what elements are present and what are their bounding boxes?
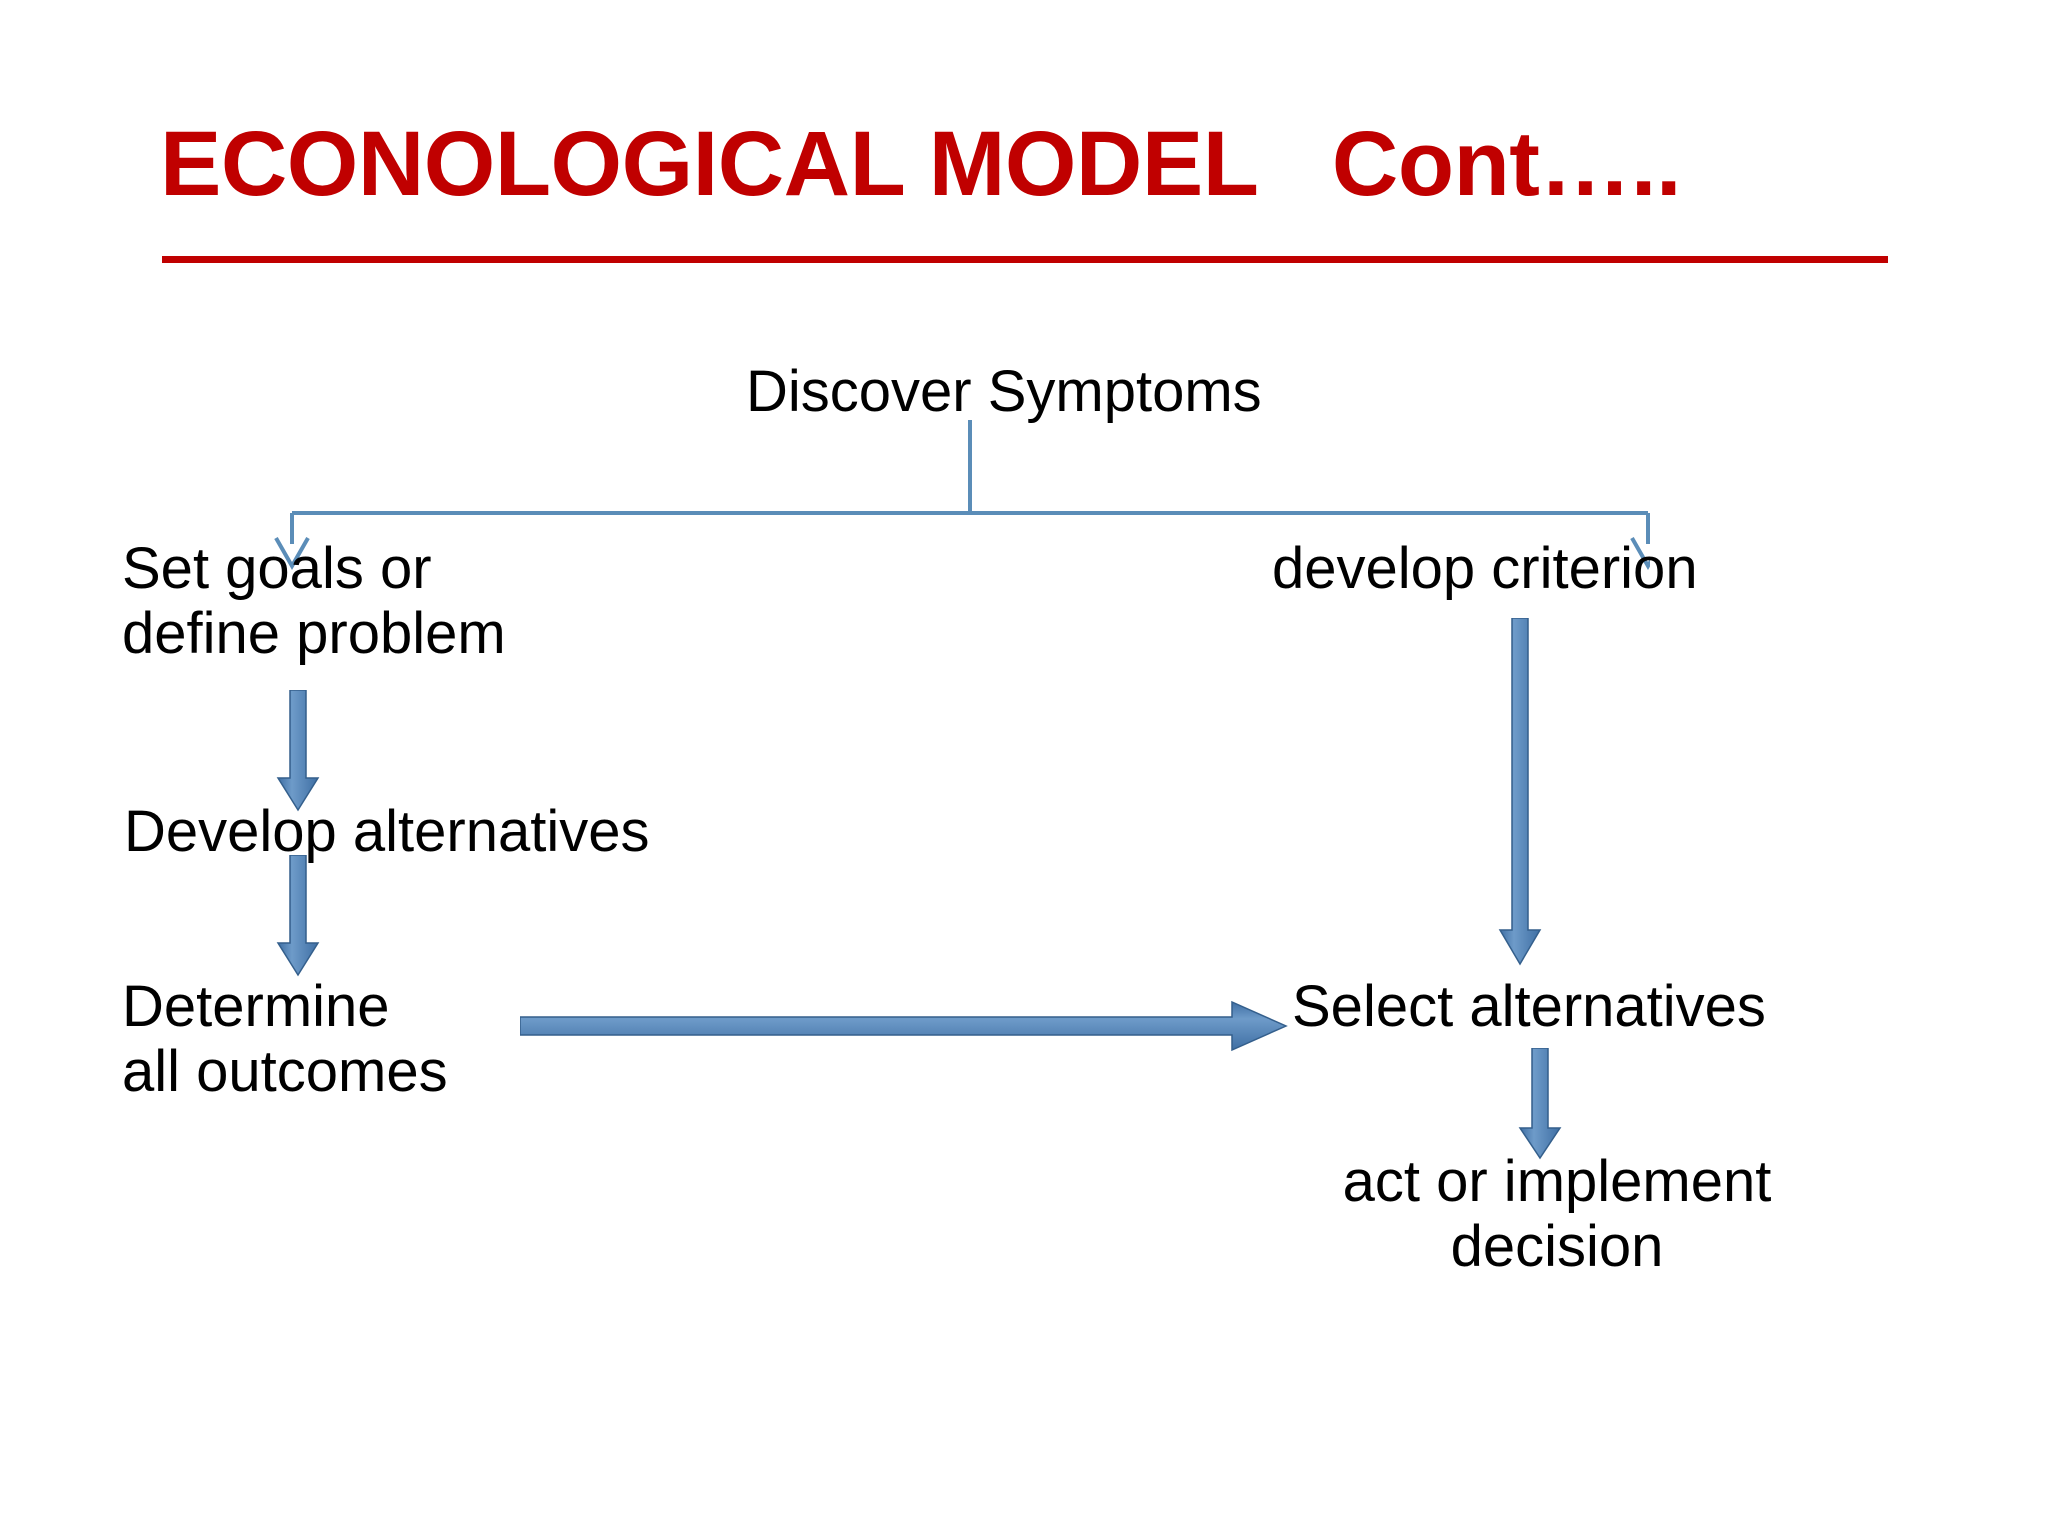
node-determine-all-outcomes: Determine all outcomes <box>122 974 448 1104</box>
node-select-alternatives: Select alternatives <box>1292 974 1766 1039</box>
node-act-or-implement-decision: act or implement decision <box>1342 1149 1772 1279</box>
arrow-down-develop-alternatives-to-determine <box>276 855 320 977</box>
page-title: ECONOLOGICAL MODEL Cont….. <box>160 113 1682 215</box>
title-block: ECONOLOGICAL MODEL Cont….. <box>160 118 1900 268</box>
arrow-down-setgoals-to-develop-alternatives <box>276 690 320 812</box>
node-set-goals-or-define-problem: Set goals or define problem <box>122 536 506 666</box>
node-discover-symptoms: Discover Symptoms <box>746 359 1262 424</box>
node-develop-alternatives: Develop alternatives <box>124 799 650 864</box>
node-develop-criterion: develop criterion <box>1272 536 1698 601</box>
arrow-down-develop-criterion-to-select-alternatives <box>1498 618 1542 966</box>
title-underline <box>162 256 1888 263</box>
arrow-down-select-alternatives-to-act-or-implement <box>1518 1048 1562 1160</box>
